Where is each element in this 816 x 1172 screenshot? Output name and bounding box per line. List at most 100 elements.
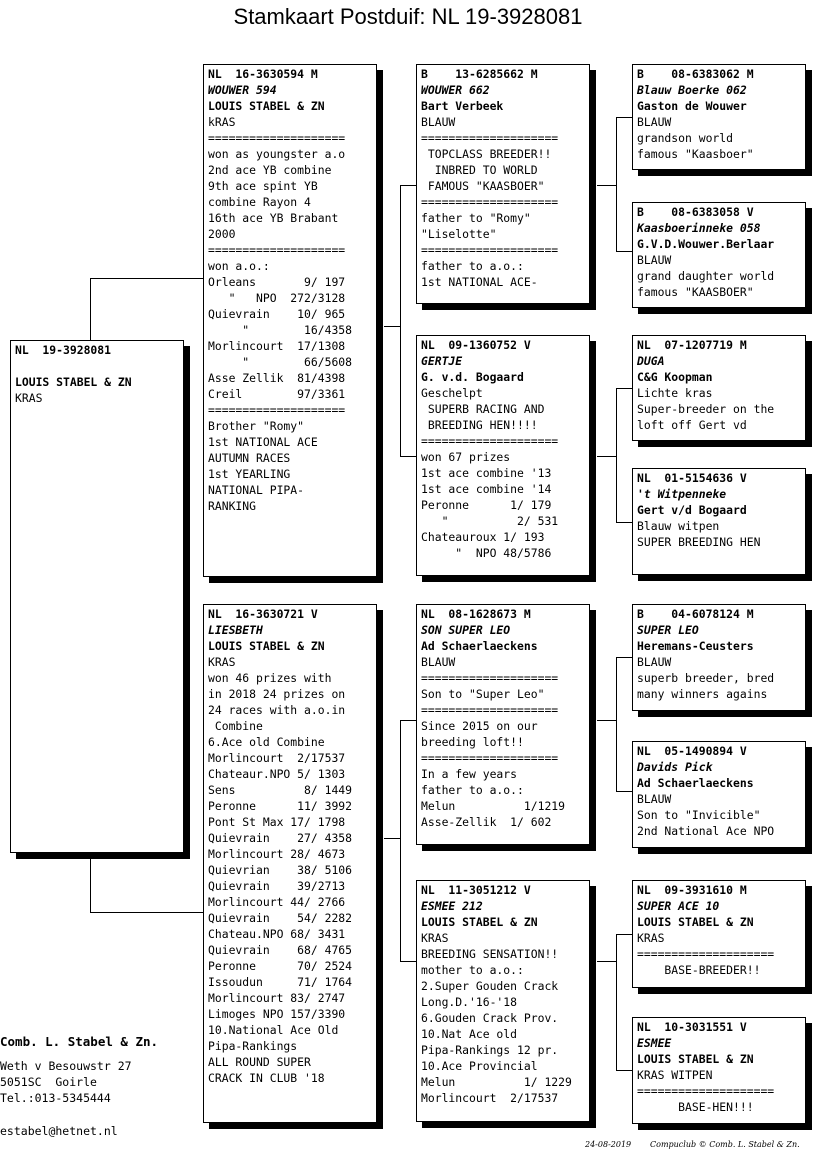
remark-line: ==================== [637,1084,775,1098]
ring-number: NL 05-1490894 V [637,744,747,758]
color: KRAS [637,931,665,945]
color: KRAS [208,655,236,669]
ring-number: B 08-6383058 V [637,205,754,219]
remark-line: 1st ace combine '13 [421,466,552,480]
remark-line: won 67 prizes [421,450,511,464]
connector-line [616,117,632,118]
remark-line: 2nd National Ace NPO [637,824,775,838]
breeder: LOUIS STABEL & ZN [208,99,325,113]
color: KRAS WITPEN [637,1068,713,1082]
connector-line [400,185,417,186]
ring-number: NL 08-1628673 M [421,607,531,621]
remark-line: ==================== [208,243,346,257]
remark-line: " NPO 272/3128 [208,291,346,305]
remark-line: loft off Gert vd [637,418,747,432]
remarks: ==================== won as youngster a.o… [208,130,372,514]
breeder: Bart Verbeek [421,99,504,113]
remark-line: Brother "Romy" [208,419,305,433]
remark-line: Sens 8/ 1449 [208,783,353,797]
connector-line [384,838,400,839]
remark-line: famous "Kaasboer" [637,147,754,161]
connector-line [616,522,632,523]
remark-line: Morlincourt 28/ 4673 [208,847,346,861]
ring-number: NL 09-1360752 V [421,338,531,352]
remarks: ==================== TOPCLASS BREEDER!! … [421,130,585,290]
ring-number: B 04-6078124 M [637,607,754,621]
color: Lichte kras [637,386,713,400]
ring-number: B 13-6285662 M [421,67,538,81]
remark-line: won as youngster a.o [208,147,346,161]
ring-number: NL 16-3630721 V [208,607,318,621]
connector-line [616,791,632,792]
remark-line: Quievrain 39/2713 [208,879,346,893]
breeder: Heremans-Ceusters [637,639,754,653]
breeder: LOUIS STABEL & ZN [637,1052,754,1066]
breeder: C&G Koopman [637,370,713,384]
remark-line: Quievrain 10/ 965 [208,307,346,321]
pigeon-name: WOUWER 662 [421,83,490,97]
pigeon-name: GERTJE [421,354,463,368]
remark-line: father to a.o.: [421,259,524,273]
remark-line: Asse-Zellik 1/ 602 [421,815,552,829]
remark-line: Son to "Super Leo" [421,687,545,701]
remark-line: Chateau.NPO 68/ 3431 [208,927,346,941]
remark-line: FAMOUS "KAASBOER" [421,179,545,193]
remark-line: ==================== [421,703,559,717]
ring-number: NL 07-1207719 M [637,338,747,352]
remark-line: 10.Nat Ace old [421,1027,518,1041]
remark-line: Morlincourt 17/1308 [208,339,346,353]
pigeon-name: 't Witpenneke [637,487,727,501]
owner: LOUIS STABEL & ZN [15,375,132,389]
pigeon-name: DUGA [637,354,665,368]
dsd-card: NL 05-1490894 V Davids Pick Ad Schaerlae… [632,741,806,848]
remark-line: 6.Gouden Crack Prov. [421,1011,559,1025]
remark-line: famous "KAASBOER" [637,285,754,299]
remark-line: Pipa-Rankings [208,1039,298,1053]
pigeon-name: SON SUPER LEO [421,623,511,637]
pigeon-name: Kaasboerinneke 058 [637,221,761,235]
remark-line: Quievrian 38/ 5106 [208,863,353,877]
telephone: Tel.:013-5345444 [0,1091,111,1105]
remark-line: ==================== [421,195,559,209]
remark-line: Morlincourt 2/17537 [208,751,346,765]
breeder: G. v.d. Bogaard [421,370,524,384]
connector-line [90,278,91,340]
remark-line: INBRED TO WORLD [421,163,538,177]
connector-line [400,720,401,961]
dam-dam-card: NL 11-3051212 V ESMEE 212 LOUIS STABEL &… [416,880,590,1122]
remark-line: Limoges NPO 157/3390 [208,1007,346,1021]
remark-line: CRACK IN CLUB '18 [208,1071,325,1085]
remark-line: Peronne 1/ 179 [421,498,552,512]
remark-line: 6.Ace old Combine [208,735,325,749]
remarks: SUPERB RACING AND BREEDING HEN!!!!======… [421,401,585,561]
color: BLAUW [421,115,456,129]
remark-line: " 66/5608 [208,355,353,369]
remark-line: 1st NATIONAL ACE- [421,275,538,289]
remark-line: grandson world [637,131,734,145]
print-date: 24-08-2019 [585,1140,632,1149]
connector-line [400,185,401,456]
remark-line: ==================== [421,243,559,257]
ring-number: B 08-6383062 M [637,67,754,81]
remark-line: Morlincourt 83/ 2747 [208,991,346,1005]
ssd-card: B 08-6383058 V Kaasboerinneke 058 G.V.D.… [632,202,806,308]
ring-number: NL 11-3051212 V [421,883,531,897]
remark-line: Chateauroux 1/ 193 [421,530,545,544]
remark-line: SUPERB RACING AND [421,402,545,416]
remark-line: Super-breeder on the [637,402,775,416]
color: BLAUW [637,253,672,267]
color: BLAUW [637,792,672,806]
remark-line: BASE-HEN!!! [637,1100,754,1114]
connector-line [597,456,616,457]
remark-line: Issoudun 71/ 1764 [208,975,353,989]
connector-line [597,720,616,721]
pigeon-name: ESMEE 212 [421,899,483,913]
remark-line: ==================== [208,131,346,145]
email[interactable]: estabel@hetnet.nl [0,1124,118,1138]
dam-sire-card: NL 08-1628673 M SON SUPER LEO Ad Schaerl… [416,604,590,845]
remark-line: Melun 1/ 1229 [421,1075,572,1089]
remark-line: in 2018 24 prizes on [208,687,346,701]
company-name: Comb. L. Stabel & Zn. [0,1034,159,1049]
remark-line: " NPO 48/5786 [421,546,552,560]
